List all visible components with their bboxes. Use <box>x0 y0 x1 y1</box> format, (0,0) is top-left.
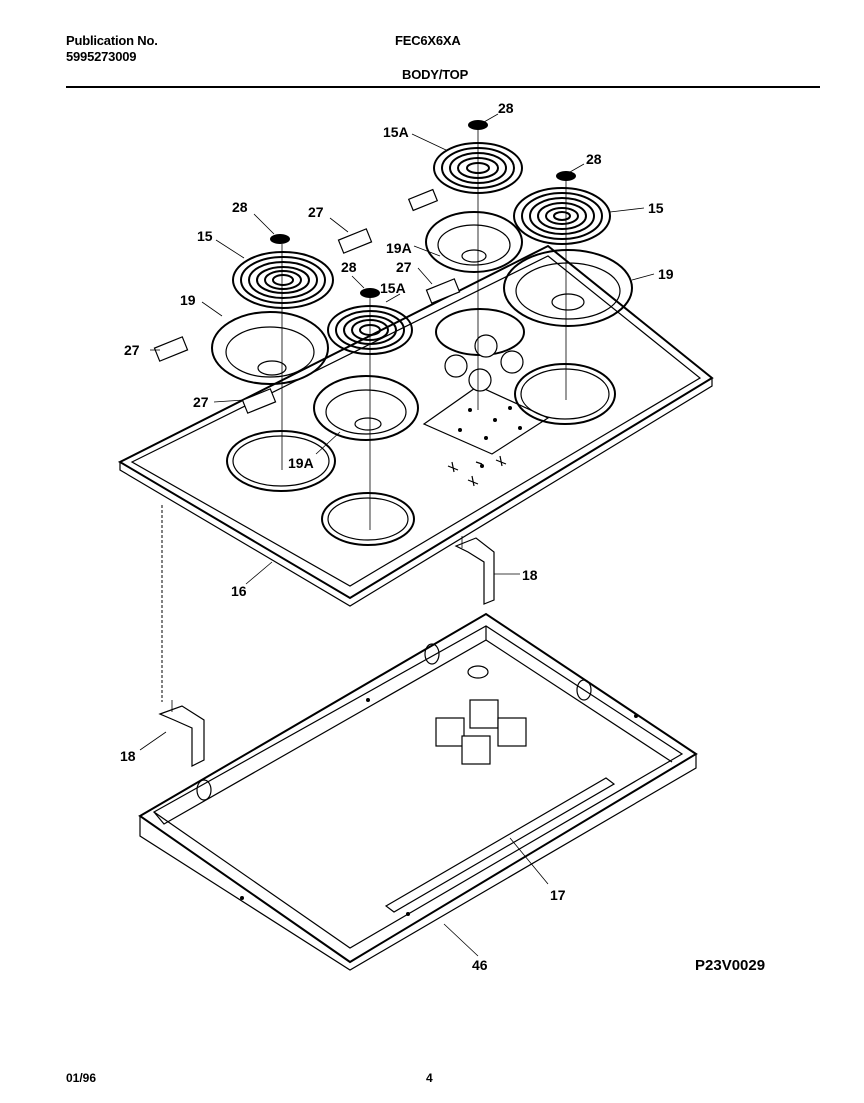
callout-19: 19 <box>658 266 674 282</box>
callout-28: 28 <box>586 151 602 167</box>
callout-28: 28 <box>498 100 514 116</box>
callout-17: 17 <box>550 887 566 903</box>
footer-date: 01/96 <box>66 1071 96 1085</box>
publication-label: Publication No. <box>66 33 158 48</box>
drip-bowl-rear <box>425 211 523 273</box>
bracket-right <box>454 536 495 605</box>
callout-19a: 19A <box>386 240 412 256</box>
callout-27: 27 <box>124 342 140 358</box>
alignment-lines <box>161 130 567 702</box>
callout-labels: 28 15A 28 15 28 27 15 19A 28 27 15A 19 1… <box>120 100 674 973</box>
callout-27: 27 <box>308 204 324 220</box>
surface-element-left-15 <box>232 251 334 309</box>
callout-15a: 15A <box>383 124 409 140</box>
callout-15a: 15A <box>380 280 406 296</box>
cooktop-top <box>117 244 714 607</box>
drip-bowl-left <box>211 311 329 385</box>
section-title: BODY/TOP <box>402 67 469 82</box>
trim-caps <box>270 120 576 298</box>
callout-28: 28 <box>232 199 248 215</box>
callout-18: 18 <box>120 748 136 764</box>
callout-28: 28 <box>341 259 357 275</box>
leader-lines <box>139 113 655 957</box>
callout-18: 18 <box>522 567 538 583</box>
callout-27: 27 <box>396 259 412 275</box>
bracket-left <box>158 700 205 767</box>
publication-number: 5995273009 <box>66 49 137 64</box>
callout-19: 19 <box>180 292 196 308</box>
drip-bowl-right <box>503 249 633 327</box>
callout-27: 27 <box>193 394 209 410</box>
surface-element-right-15 <box>513 187 611 245</box>
header-rule <box>66 86 820 88</box>
callout-46: 46 <box>472 957 488 973</box>
callout-15: 15 <box>648 200 664 216</box>
model-number: FEC6X6XA <box>395 33 461 48</box>
drip-bowl-front <box>313 375 419 441</box>
receptacles <box>153 188 461 414</box>
cooktop-bottom-pan <box>138 612 698 971</box>
callout-16: 16 <box>231 583 247 599</box>
footer-page: 4 <box>426 1071 433 1085</box>
callout-19a: 19A <box>288 455 314 471</box>
diagram-code: P23V0029 <box>695 957 765 974</box>
callout-15: 15 <box>197 228 213 244</box>
